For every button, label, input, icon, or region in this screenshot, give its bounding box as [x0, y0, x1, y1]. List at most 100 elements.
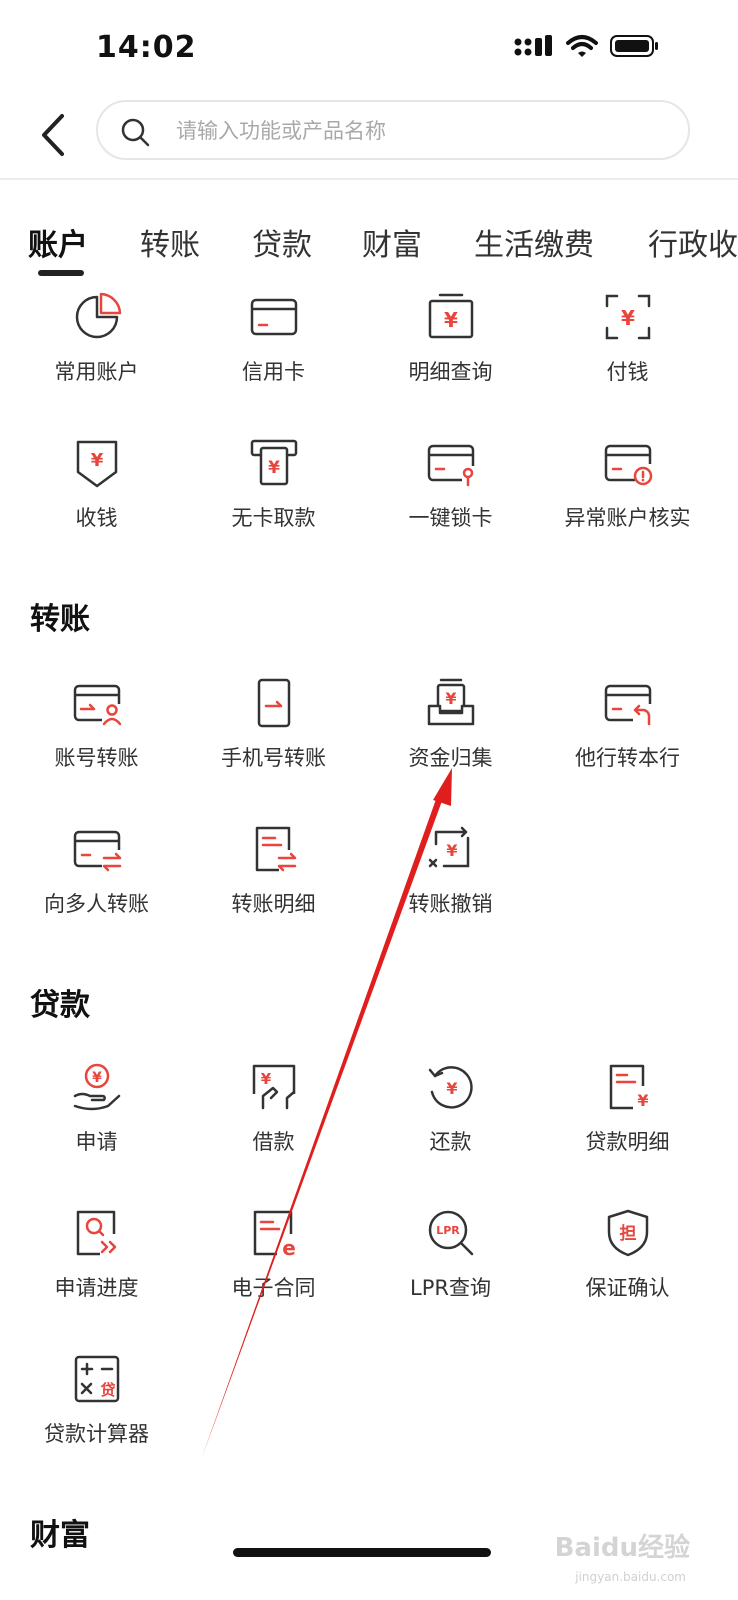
fund-collect-icon: ¥ [427, 678, 475, 726]
grid-item-abnormal-account[interactable]: 异常账户核实 [539, 438, 716, 578]
tab-indicator [38, 270, 84, 276]
grid-item-frequent-account[interactable]: 常用账户 [8, 292, 185, 432]
transfer-detail-icon [255, 826, 297, 872]
card-return-icon [604, 684, 652, 726]
grid-item-credit-card[interactable]: 信用卡 [185, 292, 362, 432]
svg-text:e: e [282, 1236, 296, 1258]
svg-text:¥: ¥ [268, 458, 280, 478]
grid-item-phone-transfer[interactable]: 手机号转账 [185, 678, 362, 818]
tab-life-payment[interactable]: 生活缴费 [474, 228, 594, 263]
grid-item-label: 异常账户核实 [564, 506, 691, 530]
grid-item-label: 手机号转账 [221, 746, 326, 770]
home-indicator[interactable] [233, 1548, 491, 1557]
grid-item-loan-detail[interactable]: ¥ 贷款明细 [539, 1062, 716, 1202]
status-time: 14:02 [96, 30, 197, 65]
loan-calculator-icon: 贷 [74, 1355, 120, 1403]
loan-detail-icon: ¥ [609, 1064, 649, 1110]
watermark: Baidu经验 [554, 1533, 690, 1563]
borrow-icon: ¥ [252, 1064, 296, 1110]
grid-item-label: 电子合同 [231, 1276, 316, 1300]
section-title-wealth: 财富 [30, 1518, 90, 1553]
wifi-icon [566, 35, 598, 57]
grid-item-detail-query[interactable]: ¥ 明细查询 [362, 292, 539, 432]
grid-item-label: 信用卡 [242, 360, 305, 384]
atm-withdraw-icon: ¥ [250, 439, 298, 486]
tab-government[interactable]: 行政收 [648, 228, 738, 263]
grid-item-apply[interactable]: ¥ 申请 [8, 1062, 185, 1202]
grid-item-label: 转账明细 [231, 892, 316, 916]
credit-card-icon [250, 298, 298, 336]
grid-item-label: 还款 [429, 1130, 472, 1154]
section-title-transfer: 转账 [30, 602, 90, 637]
repay-icon: ¥ [428, 1066, 473, 1109]
search-box[interactable] [96, 100, 690, 160]
multi-transfer-icon [73, 830, 122, 872]
svg-text:¥: ¥ [445, 689, 456, 708]
svg-text:¥: ¥ [91, 450, 104, 471]
lpr-search-icon: LPR [428, 1210, 474, 1256]
svg-text:担: 担 [620, 1224, 637, 1244]
tab-wealth[interactable]: 财富 [362, 228, 422, 263]
grid-item-apply-progress[interactable]: 申请进度 [8, 1208, 185, 1348]
svg-text:贷: 贷 [100, 1381, 115, 1399]
e-contract-icon: e [253, 1210, 296, 1258]
svg-text:LPR: LPR [436, 1224, 460, 1237]
svg-text:¥: ¥ [444, 308, 458, 332]
grid-item-label: 一键锁卡 [408, 506, 493, 530]
svg-text:¥: ¥ [261, 1070, 272, 1088]
scan-pay-icon: ¥ [605, 294, 651, 340]
grid-item-other-bank-transfer[interactable]: 他行转本行 [539, 678, 716, 818]
grid-item-label: 常用账户 [54, 360, 139, 384]
grid-item-label: 保证确认 [585, 1276, 670, 1300]
grid-item-transfer-revoke[interactable]: ¥ 转账撤销 [362, 824, 539, 964]
status-bar: 14:02 [0, 0, 738, 90]
svg-text:¥: ¥ [446, 841, 457, 860]
card-alert-icon [604, 444, 653, 486]
section-title-loan: 贷款 [30, 988, 90, 1023]
chevron-left-icon [42, 114, 64, 156]
receive-money-icon: ¥ [76, 440, 118, 488]
tab-account[interactable]: 账户 [28, 228, 88, 263]
grid-item-label: 申请进度 [54, 1276, 139, 1300]
grid-item-repay[interactable]: ¥ 还款 [362, 1062, 539, 1202]
grid-item-cardless-withdraw[interactable]: ¥ 无卡取款 [185, 438, 362, 578]
pie-chart-icon [75, 292, 122, 339]
grid-item-label: 向多人转账 [44, 892, 149, 916]
grid-item-loan-calculator[interactable]: 贷 贷款计算器 [8, 1354, 185, 1494]
header [0, 98, 738, 180]
grid-item-account-transfer[interactable]: 账号转账 [8, 678, 185, 818]
search-input[interactable] [174, 110, 658, 152]
svg-text:¥: ¥ [637, 1091, 648, 1110]
grid-item-borrow[interactable]: ¥ 借款 [185, 1062, 362, 1202]
back-button[interactable] [34, 110, 74, 160]
svg-text:¥: ¥ [446, 1079, 457, 1098]
grid-item-pay[interactable]: ¥ 付钱 [539, 292, 716, 432]
grid-item-label: LPR查询 [410, 1276, 491, 1300]
grid-item-e-contract[interactable]: e 电子合同 [185, 1208, 362, 1348]
account-transfer-icon [73, 684, 122, 726]
grid-item-multi-transfer[interactable]: 向多人转账 [8, 824, 185, 964]
tab-transfer[interactable]: 转账 [140, 228, 200, 263]
grid-item-label: 无卡取款 [231, 506, 316, 530]
status-icons [514, 34, 660, 58]
grid-item-receive-money[interactable]: ¥ 收钱 [8, 438, 185, 578]
signal-icon [514, 35, 552, 56]
grid-item-transfer-detail[interactable]: 转账明细 [185, 824, 362, 964]
transfer-revoke-icon: ¥ [428, 826, 470, 868]
phone-transfer-icon [257, 678, 291, 728]
grid-item-label: 贷款计算器 [44, 1422, 149, 1446]
grid-item-label: 借款 [252, 1130, 295, 1154]
grid-item-fund-collection[interactable]: ¥ 资金归集 [362, 678, 539, 818]
battery-icon [610, 35, 658, 57]
grid-item-label: 资金归集 [408, 746, 493, 770]
category-tabs: 账户 转账 贷款 财富 生活缴费 行政收 [0, 208, 738, 280]
grid-item-lock-card[interactable]: 一键锁卡 [362, 438, 539, 578]
search-icon [121, 118, 150, 147]
svg-text:¥: ¥ [621, 306, 635, 330]
grid-item-guarantee-confirm[interactable]: 担 保证确认 [539, 1208, 716, 1348]
apply-loan-icon: ¥ [73, 1063, 121, 1111]
grid-item-lpr-query[interactable]: LPR LPR查询 [362, 1208, 539, 1348]
grid-item-label: 账号转账 [54, 746, 139, 770]
tab-loan[interactable]: 贷款 [252, 228, 312, 263]
card-lock-icon [427, 444, 475, 487]
